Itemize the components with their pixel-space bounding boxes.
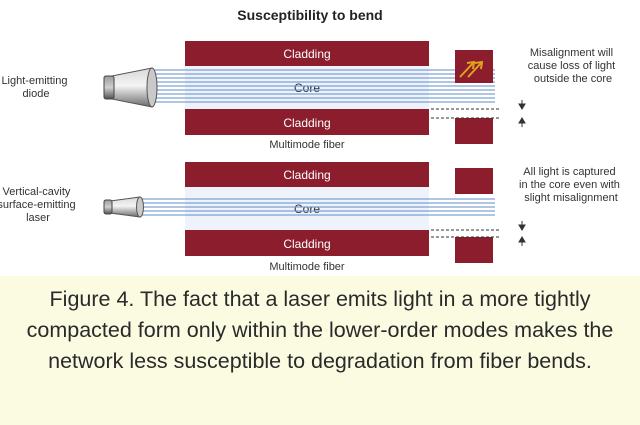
fiber-label: Multimode fiber [269, 139, 345, 151]
cladding-top-label: Cladding [283, 168, 330, 182]
vcsel-source-label: Vertical-cavity surface-emitting laser [0, 186, 79, 224]
cladding-top [185, 41, 429, 66]
misalignment-offset-indicator [431, 100, 526, 127]
vcsel-source-icon [103, 196, 144, 218]
cladding-bottom-label: Cladding [283, 237, 330, 251]
core-label: Core [294, 202, 320, 216]
led-source-icon [103, 67, 158, 108]
caption-panel: Figure 4. The fact that a laser emits li… [0, 276, 640, 425]
laser-light-beam [140, 198, 495, 216]
misalignment-offset-indicator [431, 221, 526, 246]
panel-led: Cladding Core Cladding Multimode fiber [1, 41, 619, 151]
core-label: Core [294, 81, 320, 95]
panel-vcsel: Cladding Core Cladding Multimode fiber [0, 162, 623, 273]
misaligned-cladding-bottom [455, 237, 493, 263]
core [185, 187, 429, 230]
cladding-bottom [185, 109, 429, 135]
light-loss-arrows-icon [459, 60, 484, 78]
led-light-beam [150, 69, 495, 103]
cladding-bottom [185, 230, 429, 256]
led-misalignment-note: Misalignment will cause loss of light ou… [528, 47, 619, 85]
misaligned-cladding-bottom [455, 118, 493, 144]
cladding-top-label: Cladding [283, 47, 330, 61]
cladding-top [185, 162, 429, 187]
fiber-bend-diagram: Susceptibility to bend Cladding Core Cla… [0, 7, 623, 273]
vcsel-alignment-note: All light is captured in the core even w… [519, 166, 623, 204]
fiber-label: Multimode fiber [269, 261, 345, 273]
led-source-label: Light-emitting diode [1, 75, 70, 100]
figure-caption: Figure 4. The fact that a laser emits li… [26, 287, 614, 373]
diagram: Susceptibility to bend Cladding Core Cla… [0, 7, 623, 273]
misaligned-cladding-top [455, 168, 493, 194]
cladding-bottom-label: Cladding [283, 116, 330, 130]
diagram-title: Susceptibility to bend [237, 7, 382, 23]
